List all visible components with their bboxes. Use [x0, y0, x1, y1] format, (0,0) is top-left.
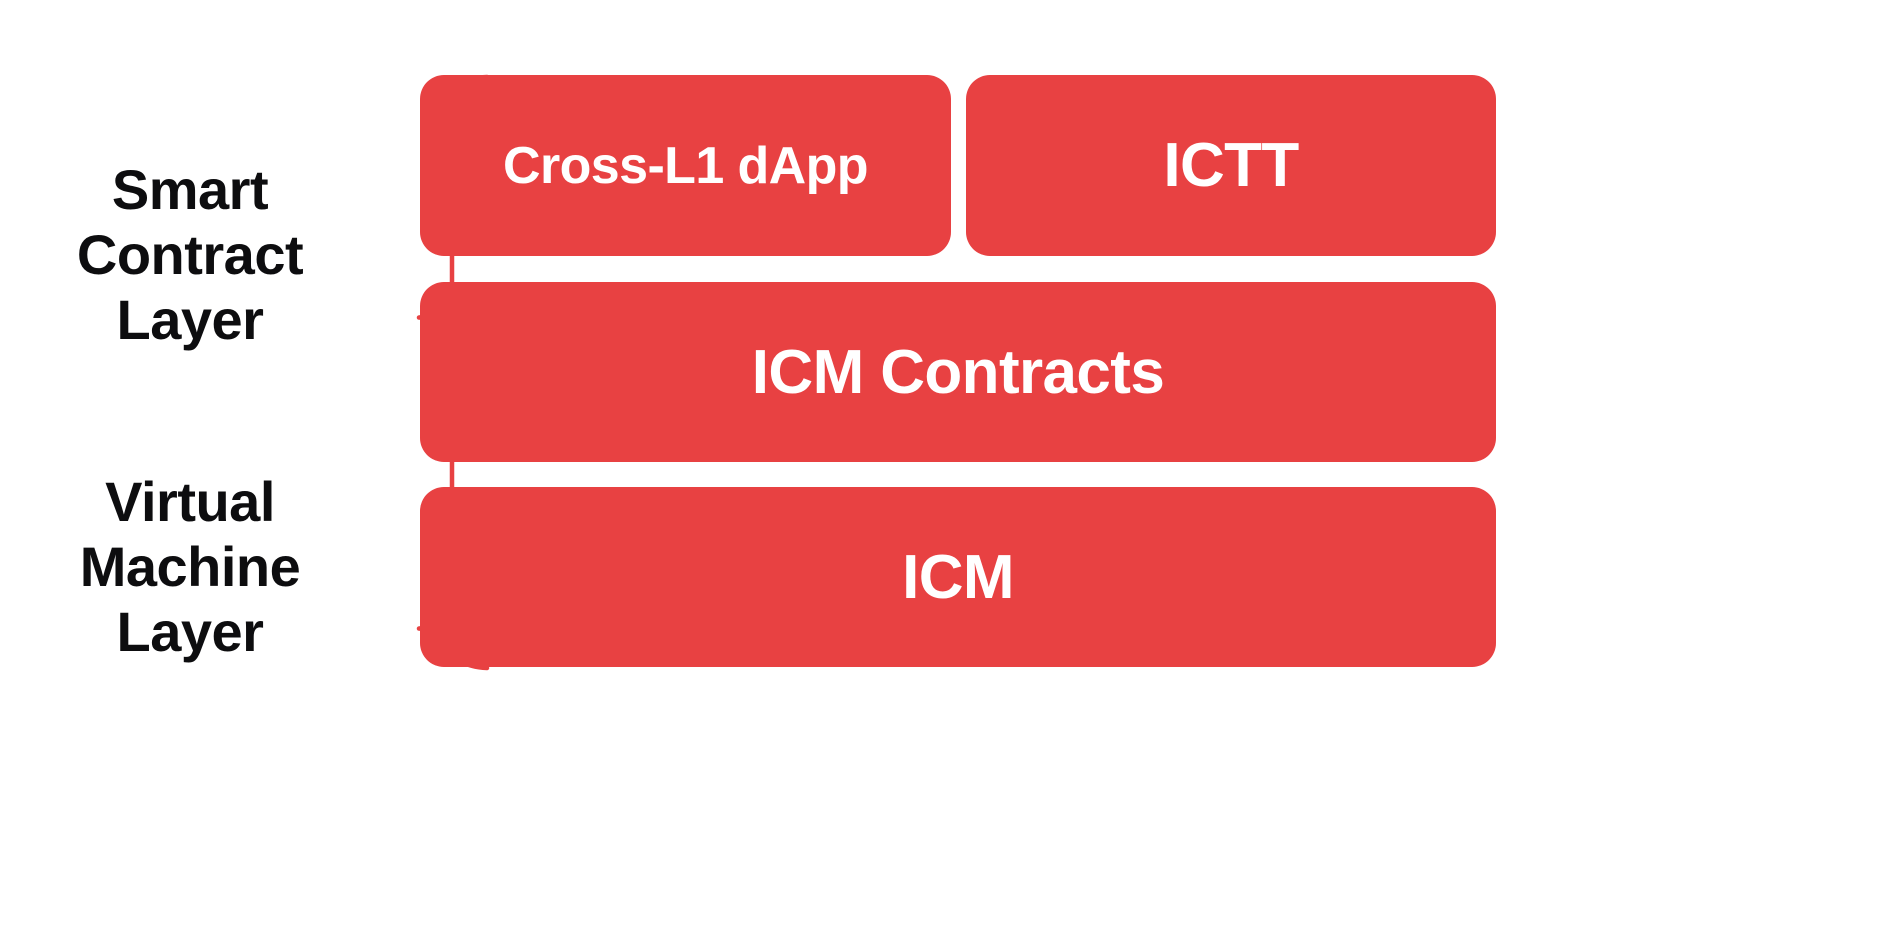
box-label-ictt: ICTT — [1163, 131, 1299, 200]
group-label-virtual-machine-layer: Virtual Machine Layer — [79, 470, 301, 663]
box-icm[interactable]: ICM — [420, 487, 1496, 667]
box-ictt[interactable]: ICTT — [966, 75, 1496, 256]
group-label-smart-contract-layer: Smart Contract Layer — [76, 158, 304, 351]
box-label-icm-contracts: ICM Contracts — [751, 337, 1165, 407]
box-cross-l1-dapp[interactable]: Cross-L1 dApp — [420, 75, 951, 256]
box-icm-contracts[interactable]: ICM Contracts — [420, 282, 1496, 462]
box-label-icm: ICM — [902, 542, 1014, 612]
box-label-cross-l1-dapp: Cross-L1 dApp — [503, 136, 868, 195]
